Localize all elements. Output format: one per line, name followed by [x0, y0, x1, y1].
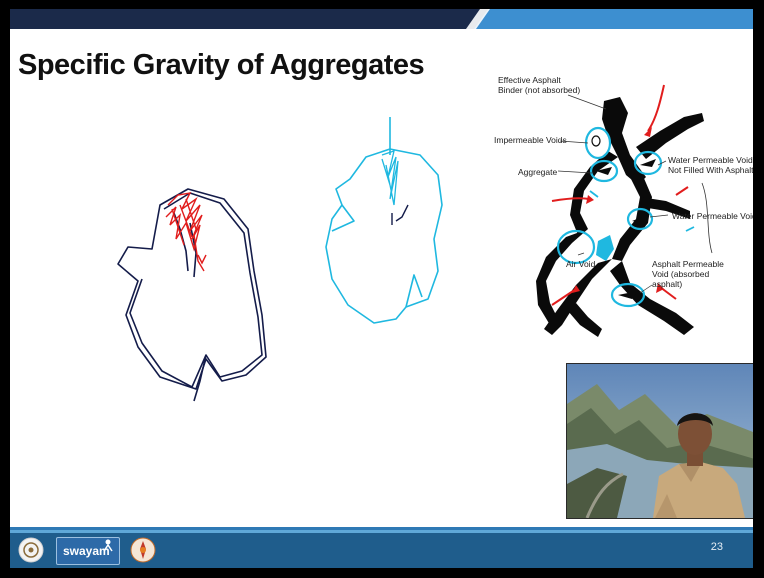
- label-effective-binder-line-1: Effective Asphalt: [498, 75, 580, 85]
- slide: Specific Gravity of Aggregates: [10, 9, 753, 568]
- label-asphalt-permeable: Asphalt Permeable Void (absorbed asphalt…: [652, 259, 724, 289]
- label-asphalt-permeable-line-1: Asphalt Permeable: [652, 259, 724, 269]
- cyan-arrow: [392, 205, 408, 225]
- diagram-figure: [480, 73, 753, 343]
- presenter-webcam: [566, 363, 753, 519]
- slide-footer: swayam 23: [10, 527, 753, 568]
- footer-band: [10, 533, 753, 568]
- label-asphalt-permeable-line-2: Void (absorbed: [652, 269, 724, 279]
- cyan-aggregate-sketch: [326, 117, 442, 323]
- webcam-scene: [567, 364, 753, 518]
- asphalt-void-diagram: Effective Asphalt Binder (not absorbed) …: [480, 73, 753, 343]
- label-effective-binder: Effective Asphalt Binder (not absorbed): [498, 75, 580, 95]
- swayam-figure-icon: [101, 538, 115, 552]
- label-impermeable-voids: Impermeable Voids: [494, 135, 567, 145]
- label-air-void: Air Void: [566, 259, 595, 269]
- page-number: 23: [711, 541, 723, 553]
- label-aggregate: Aggregate: [518, 167, 557, 177]
- label-water-permeable-not-filled: Water Permeable Void Not Filled With Asp…: [668, 155, 753, 175]
- navy-aggregate-sketch: [118, 189, 266, 401]
- cyan-scribble: [382, 151, 398, 205]
- swayam-logo: swayam: [56, 537, 120, 565]
- iit-emblem-logo: [18, 537, 44, 563]
- label-water-permeable: Water Permeable Void: [672, 211, 753, 221]
- nptel-logo: [130, 537, 156, 563]
- label-effective-binder-line-2: Binder (not absorbed): [498, 85, 580, 95]
- label-asphalt-permeable-line-3: asphalt): [652, 279, 724, 289]
- label-water-permeable-not-filled-line-1: Water Permeable Void: [668, 155, 753, 165]
- label-water-permeable-not-filled-line-2: Not Filled With Asphalt: [668, 165, 753, 175]
